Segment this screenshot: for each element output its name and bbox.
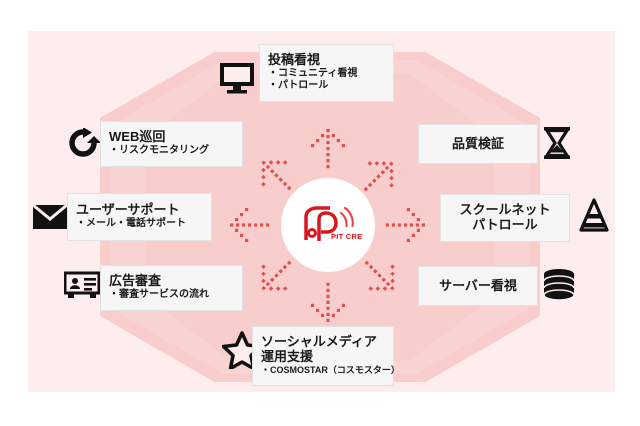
node-title: 品質検証 [451, 135, 504, 151]
node-sub-1: ・リスクモニタリング [109, 145, 209, 157]
monitor-icon [220, 63, 254, 94]
node-sub-2: ・パトロール [268, 80, 329, 92]
refresh-arrow-icon [69, 128, 100, 157]
node-quality-verification[interactable]: 品質検証 [418, 124, 538, 164]
node-title: WEB巡回 [109, 129, 166, 145]
node-title-line2: パトロール [472, 217, 538, 232]
node-social-media[interactable]: ソーシャルメディア 運用支援 ・COSMOSTAR（コスモスター） [252, 326, 400, 386]
node-title: 広告審査 [109, 273, 162, 289]
hourglass-icon [544, 127, 570, 159]
node-school-net-patrol[interactable]: スクールネット パトロール [440, 194, 570, 242]
node-sub-1: ・審査サービスの流れ [109, 289, 209, 301]
node-sub-1: ・コミュニティ看視 [268, 67, 358, 79]
node-title: ユーザーサポート [76, 202, 180, 218]
node-sub-1: ・メール・電話サポート [76, 218, 186, 230]
database-icon [543, 269, 575, 301]
center-logo-badge: PIT CREW [281, 178, 375, 272]
node-sub-1: ・COSMOSTAR（コスモスター） [261, 365, 400, 376]
node-web-patrol[interactable]: WEB巡回 ・リスクモニタリング [100, 121, 243, 167]
traffic-cone-icon [579, 198, 609, 232]
node-title: サーバー看視 [439, 277, 517, 293]
pit-crew-logo: PIT CREW [304, 206, 363, 241]
node-user-support[interactable]: ユーザーサポート ・メール・電話サポート [67, 193, 212, 241]
node-post-monitoring[interactable]: 投稿看視 ・コミュニティ看視 ・パトロール [259, 44, 394, 102]
mail-envelope-icon [32, 203, 68, 229]
node-title: 投稿看視 [268, 52, 321, 68]
logo-wordmark: PIT CREW [331, 232, 363, 241]
node-title-line1: スクールネット [459, 202, 551, 218]
node-title-line2: 運用支援 [261, 349, 314, 365]
node-server-monitoring[interactable]: サーバー看視 [418, 266, 538, 306]
node-ad-review[interactable]: 広告審査 ・審査サービスの流れ [100, 265, 243, 311]
node-title-line1: ソーシャルメディア [261, 334, 377, 350]
id-card-icon [64, 271, 100, 298]
